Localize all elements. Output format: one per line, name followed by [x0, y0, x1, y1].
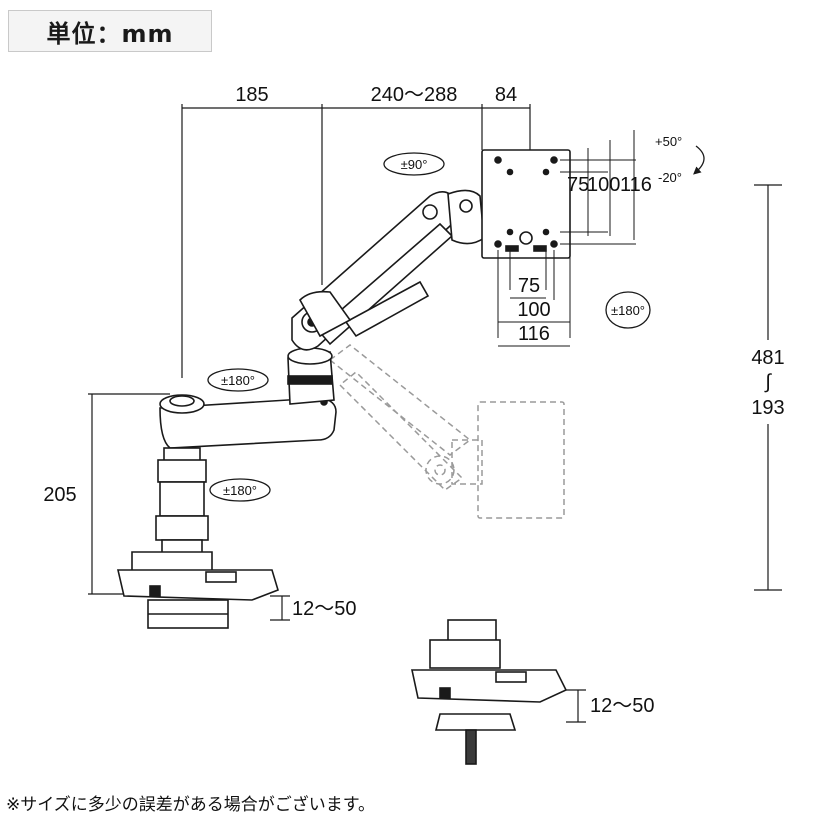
- clamp-dimension-2: [566, 689, 586, 723]
- vesa-116-vertical: 116: [620, 174, 652, 196]
- vesa-75: 75: [518, 275, 540, 297]
- ghost-arm: [328, 344, 565, 519]
- tilt-down: -20°: [658, 170, 682, 185]
- vesa-100-vertical: 100: [587, 174, 620, 196]
- rotation-180-plate: ±180°: [611, 303, 645, 318]
- vesa-75-vertical: 75: [567, 174, 589, 196]
- monitor-arm: [116, 149, 571, 629]
- dim-84: 84: [495, 84, 517, 106]
- rotation-180-upper: ±180°: [221, 373, 255, 388]
- height-dimension: [754, 184, 782, 591]
- dim-185: 185: [235, 84, 268, 106]
- tilt-up: +50°: [655, 134, 682, 149]
- unit-label: 単位：mm: [8, 10, 212, 52]
- height-193: 193: [751, 397, 784, 419]
- vesa-116: 116: [518, 323, 550, 345]
- vesa-100: 100: [517, 299, 550, 321]
- pole-height-dimension: [88, 393, 170, 595]
- clamp-dimension-1: [270, 595, 290, 621]
- height-separator: ∫: [764, 371, 772, 393]
- size-disclaimer: ※サイズに多少の誤差がある場合がございます。: [6, 795, 376, 815]
- dim-205: 205: [43, 484, 76, 506]
- top-dimension-lines: [181, 104, 531, 378]
- dim-240-288: 240～288: [371, 84, 458, 106]
- vesa-dimension-lines: [497, 130, 636, 347]
- clamp-range-1: 12～50: [292, 598, 357, 620]
- height-481: 481: [751, 347, 784, 369]
- rotation-symbols: [207, 145, 705, 502]
- rotation-90: ±90°: [401, 157, 428, 172]
- clamp-range-2: 12～50: [590, 695, 655, 717]
- rotation-180-lower: ±180°: [223, 483, 257, 498]
- grommet-base: [411, 619, 568, 765]
